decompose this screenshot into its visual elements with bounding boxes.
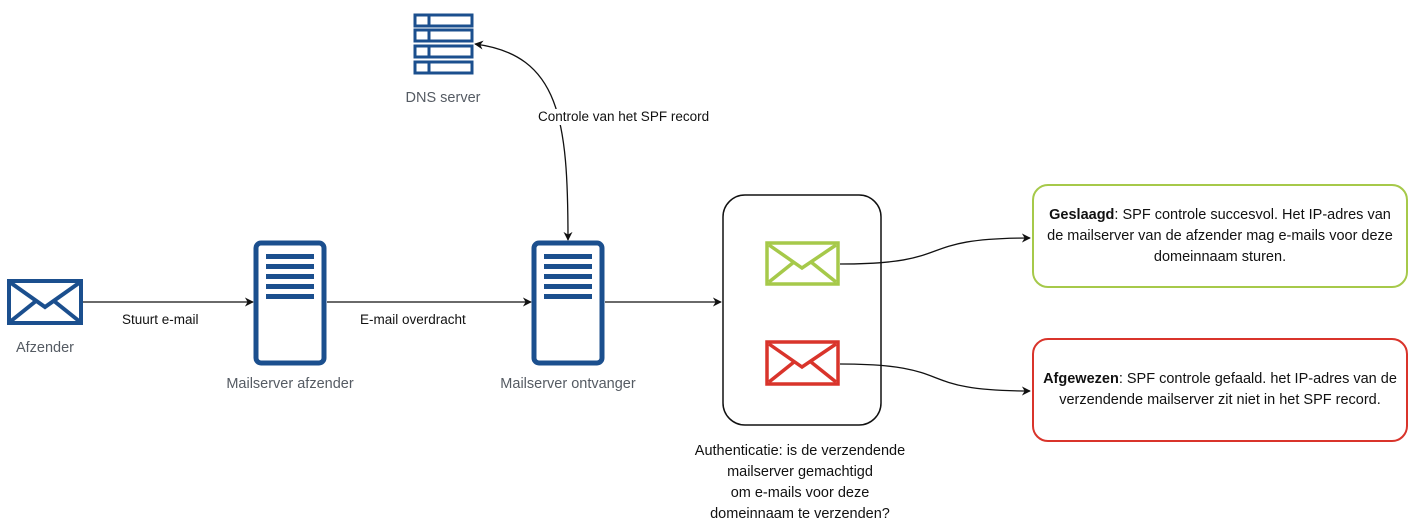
failure-envelope-icon — [765, 340, 840, 386]
edge-label-stuurt-email: Stuurt e-mail — [121, 312, 200, 328]
mailserver-afzender-server-icon — [253, 240, 327, 366]
authentication-caption-line: domeinnaam te verzenden? — [710, 506, 890, 522]
failure-result-text: : SPF controle gefaald. het IP-adres van… — [1059, 371, 1397, 408]
afzender-envelope-icon — [7, 279, 83, 325]
authentication-caption-line: om e-mails voor deze — [730, 485, 870, 501]
edge-label-controle-spf: Controle van het SPF record — [537, 109, 711, 125]
edge-ontvanger-dns-bidirectional — [474, 40, 573, 241]
success-result-title: Geslaagd — [1049, 206, 1115, 223]
dns-server-label: DNS server — [405, 90, 481, 106]
mailserver-ontvanger-server-icon — [531, 240, 605, 366]
mailserver-afzender-label: Mailserver afzender — [226, 376, 354, 392]
dns-server-icon — [413, 13, 474, 75]
mailserver-ontvanger-label: Mailserver ontvanger — [500, 376, 636, 392]
edge-success-to-result — [839, 233, 1031, 265]
authentication-container — [722, 194, 882, 426]
edge-failure-to-result — [839, 363, 1031, 396]
edge-label-email-overdracht: E-mail overdracht — [359, 312, 467, 328]
failure-result-box: Afgewezen: SPF controle gefaald. het IP-… — [1032, 338, 1408, 442]
failure-result-title: Afgewezen — [1043, 371, 1119, 387]
success-envelope-icon — [765, 241, 840, 286]
authentication-caption-line: Authenticatie: is de verzendende — [694, 443, 906, 459]
success-result-text: : SPF controle succesvol. Het IP-adres v… — [1047, 206, 1393, 265]
authentication-caption-line: mailserver gemachtigd — [727, 464, 873, 480]
afzender-label: Afzender — [15, 340, 75, 356]
success-result-box: Geslaagd: SPF controle succesvol. Het IP… — [1032, 184, 1408, 288]
authentication-caption: Authenticatie: is de verzendende mailser… — [650, 441, 950, 525]
